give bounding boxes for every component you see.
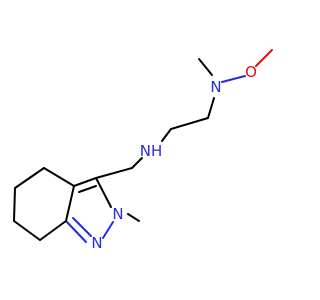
- bond-ch2-c3: [95, 167, 133, 179]
- atom-n1-ring: N: [91, 234, 102, 252]
- molecule-drawing: N O NH N N: [13, 49, 273, 252]
- bond-c3a-c3-b: [78, 185, 97, 193]
- bond-nh-ch2: [131, 157, 143, 169]
- bond-c3-n2: [95, 177, 112, 208]
- atom-n2-ring: N: [112, 205, 123, 223]
- bond-c3a-c3-a: [73, 177, 97, 187]
- bond-ch2-nh: [161, 128, 172, 142]
- atom-nh: NH: [140, 142, 163, 160]
- structure-diagram: N O NH N N: [13, 49, 273, 252]
- bond-c7a-c3a: [65, 185, 75, 222]
- bond-o-methyl: [255, 49, 273, 67]
- atom-o-methoxy: O: [245, 63, 257, 81]
- bond-n-amine-ch2: [207, 97, 215, 119]
- bond-methyl-n-amine: [198, 58, 213, 76]
- bond-n2-methyl: [127, 213, 140, 222]
- bond-c4-c5: [14, 167, 45, 189]
- bond-c5-c6: [13, 187, 16, 222]
- bond-ch2-ch2: [170, 117, 209, 130]
- bond-n-amine-o: [221, 75, 246, 83]
- atom-n-amine: N: [210, 78, 221, 96]
- bond-c6-c7: [13, 220, 41, 241]
- bond-n1-c7a-b: [72, 217, 92, 237]
- bond-n1-c7a-a: [65, 220, 87, 243]
- bond-c7-c7a: [39, 220, 67, 241]
- bond-c3a-c4: [43, 167, 75, 187]
- bond-n2-n1: [102, 221, 114, 239]
